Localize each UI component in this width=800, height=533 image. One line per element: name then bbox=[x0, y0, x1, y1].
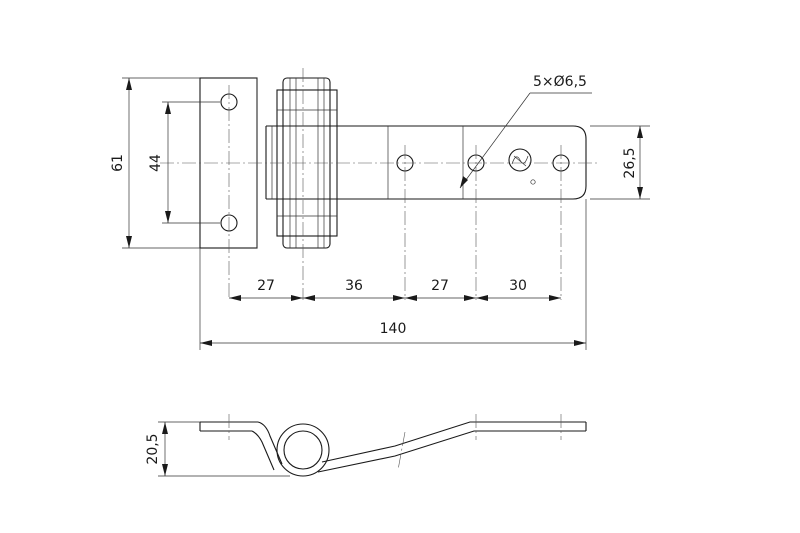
dim-spacing-2: 36 bbox=[345, 278, 363, 294]
dim-strap-width: 26,5 bbox=[622, 147, 638, 178]
dim-spacing-4: 30 bbox=[509, 278, 527, 294]
knuckle-inner bbox=[283, 430, 323, 470]
knuckle-outer bbox=[276, 423, 330, 477]
hinge-strap bbox=[265, 125, 587, 200]
dim-spacing-3: 27 bbox=[431, 278, 449, 294]
dim-hole-spacing-vertical: 44 bbox=[148, 154, 164, 172]
mounting-holes bbox=[220, 93, 570, 232]
side-dimension: 20,5 bbox=[145, 421, 290, 477]
dimensions: 61 44 26,5 5×Ø6,5 27 36 27 30 bbox=[110, 74, 650, 350]
dim-spacing-1: 27 bbox=[257, 278, 275, 294]
side-view bbox=[199, 414, 587, 477]
manufacturer-logo bbox=[508, 148, 536, 185]
dim-side-height: 20,5 bbox=[145, 433, 161, 464]
dim-overall-length: 140 bbox=[380, 321, 407, 337]
top-view bbox=[160, 68, 600, 300]
dim-overall-height: 61 bbox=[110, 154, 126, 172]
dim-hole-callout: 5×Ø6,5 bbox=[533, 74, 587, 90]
